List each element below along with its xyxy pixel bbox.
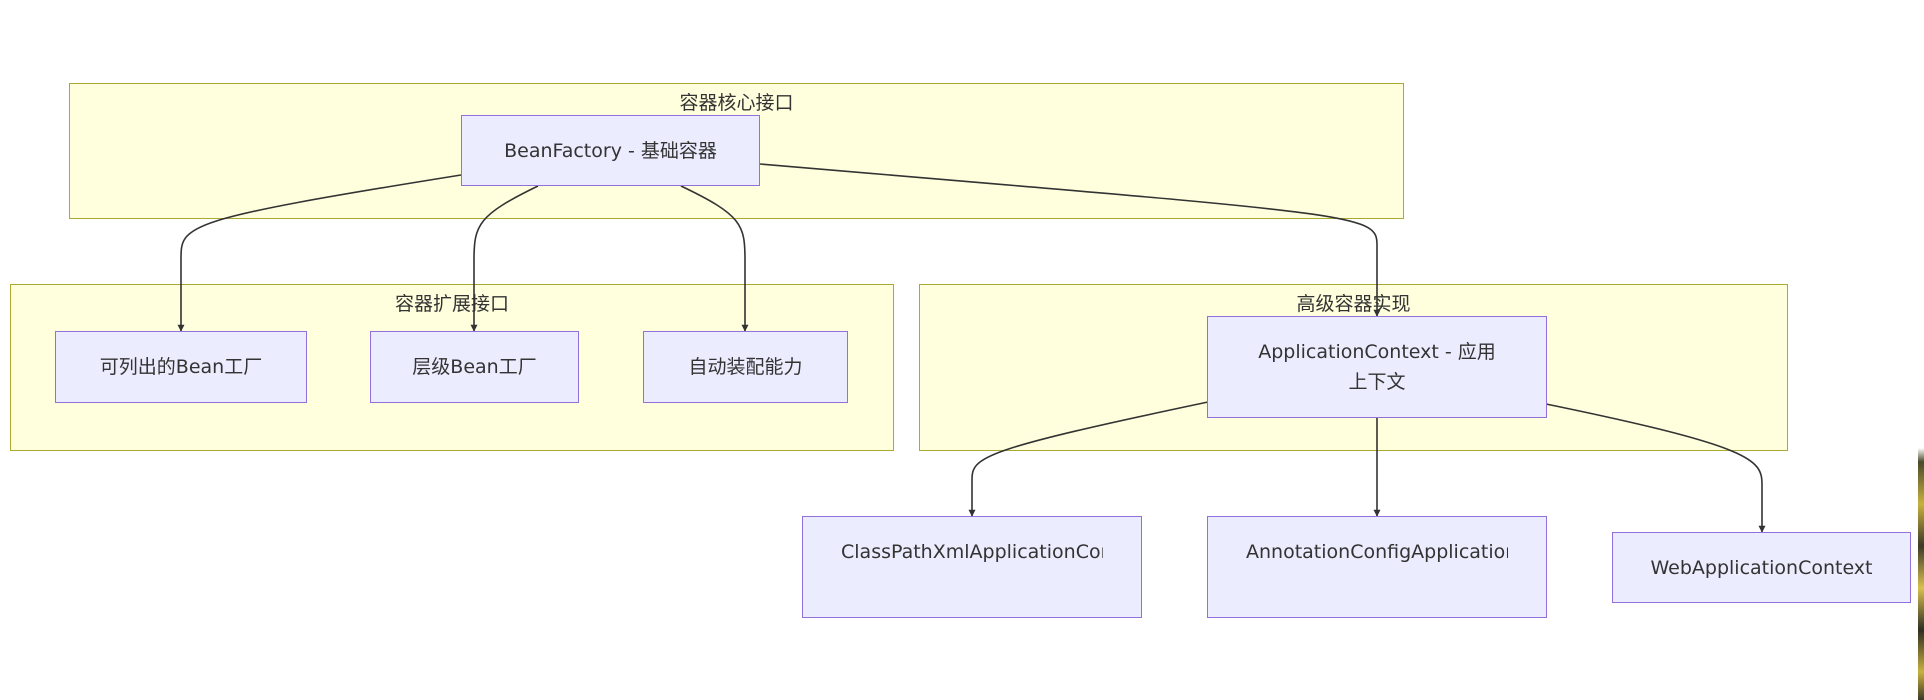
- node-bean-factory-label: BeanFactory - 基础容器: [504, 139, 717, 162]
- node-classpath-xml-application-context: ClassPathXmlApplicationContext: [802, 516, 1142, 618]
- window-edge-strip: [1918, 0, 1924, 700]
- node-web-application-context: WebApplicationContext: [1612, 532, 1911, 603]
- cluster-advanced-label: 高级容器实现: [1296, 293, 1411, 315]
- node-autowire-label: 自动装配能力: [688, 356, 803, 378]
- node-application-context-line2: 上下文: [1348, 371, 1406, 393]
- node-autowire-capable: 自动装配能力: [643, 331, 848, 403]
- node-hierarchical-label: 层级Bean工厂: [412, 356, 537, 378]
- cluster-extension-label: 容器扩展接口: [394, 293, 509, 315]
- node-application-context: ApplicationContext - 应用 上下文: [1207, 316, 1547, 418]
- cluster-core-label: 容器核心接口: [679, 92, 794, 114]
- edge-applicationcontext-to-classpathxml: [968, 401, 1209, 517]
- edge-beanfactory-to-applicationcontext: [759, 163, 1381, 317]
- node-bean-factory: BeanFactory - 基础容器: [461, 115, 760, 186]
- node-application-context-line1: ApplicationContext - 应用: [1258, 341, 1496, 363]
- node-annotation-config-application-context: AnnotationConfigApplicationContext: [1207, 516, 1547, 618]
- node-classpath-xml-label: ClassPathXmlApplicationContext: [841, 541, 1103, 563]
- node-listable-bean-factory: 可列出的Bean工厂: [55, 331, 307, 403]
- node-web-application-context-label: WebApplicationContext: [1650, 556, 1873, 579]
- edge-applicationcontext-to-webapplicationcontext: [1545, 403, 1766, 533]
- node-annotation-config-label: AnnotationConfigApplicationContext: [1246, 541, 1508, 563]
- edge-beanfactory-to-listable: [177, 174, 462, 332]
- node-hierarchical-bean-factory: 层级Bean工厂: [370, 331, 579, 403]
- edge-beanfactory-to-autowire: [680, 185, 749, 332]
- node-listable-label: 可列出的Bean工厂: [99, 356, 263, 378]
- edge-beanfactory-to-hierarchical: [470, 185, 539, 332]
